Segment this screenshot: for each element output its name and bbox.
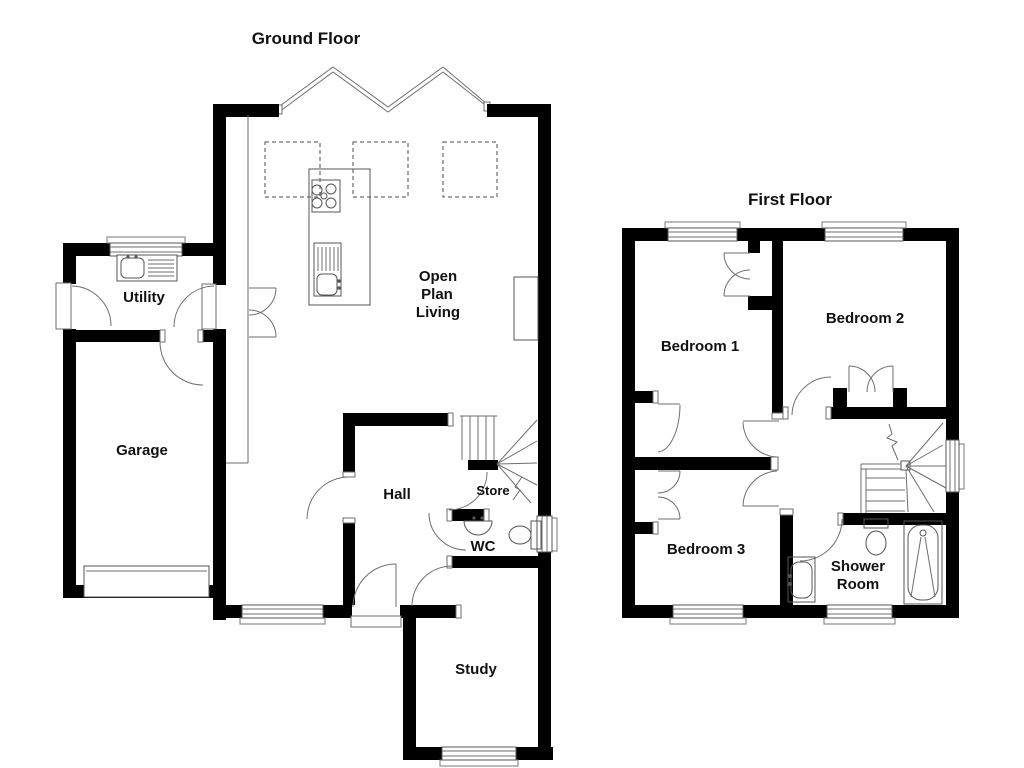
roof-light-outlines (264, 141, 498, 198)
shower-window (826, 604, 893, 619)
ground-floor-openings (55, 282, 490, 628)
wc-fixtures (463, 516, 542, 550)
bedroom3-door-swing (742, 470, 778, 507)
wc-toilet-icon (508, 525, 532, 545)
bed2-wardrobe-door-right (866, 365, 894, 393)
front-door-swing (352, 563, 397, 608)
room-label-open-plan-1: Open (419, 268, 457, 285)
store-door-swing (448, 471, 488, 511)
bedroom1-window (667, 227, 738, 242)
room-label-hall: Hall (383, 486, 411, 503)
first-floor-door-arcs (657, 252, 894, 562)
bath-icon (907, 524, 939, 601)
island-sink-basin (316, 273, 338, 296)
sink-basin-icon (790, 561, 813, 599)
room-label-garage: Garage (116, 442, 168, 459)
stairs-window (945, 439, 960, 493)
ground-floor-plan: Ground Floor (55, 29, 558, 767)
garage-door-swing (159, 341, 204, 386)
bath-outer (903, 520, 943, 605)
bath-drain (919, 529, 927, 537)
wc-basin-icon (463, 520, 493, 536)
cupboard-door-low (657, 496, 681, 520)
room-label-bedroom2: Bedroom 2 (826, 310, 904, 327)
bed2-wardrobe-door-left (848, 365, 876, 393)
strip-double-door-lower (248, 309, 277, 338)
kitchen-island (308, 168, 371, 306)
room-label-shower-1: Shower (831, 558, 885, 575)
wc-door-swing (428, 512, 467, 551)
bedroom1-window-sill (664, 221, 741, 229)
utility-window-sill (106, 236, 186, 244)
bed1-closet-door-upper (723, 252, 751, 280)
room-label-bedroom1: Bedroom 1 (661, 338, 739, 355)
bay-window-zigzag (275, 66, 491, 115)
bedroom3-window (672, 604, 744, 619)
study-door-swing (411, 565, 453, 607)
room-label-study: Study (455, 661, 497, 678)
first-floor-plan: First Floor (622, 190, 965, 625)
ground-floor-door-arcs (71, 285, 488, 608)
utility-sink-basin (120, 257, 145, 279)
shower-room-fixtures (787, 518, 943, 605)
stairs-break-mark (512, 476, 523, 501)
first-floor-title: First Floor (748, 190, 832, 209)
utility-external-door-frame (55, 282, 72, 330)
cupboard-door-upper (657, 404, 681, 453)
toilet-cistern (863, 518, 889, 529)
first-floor-openings (652, 390, 844, 535)
room-label-open-plan-3: Living (416, 304, 460, 321)
first-floor-windows (664, 221, 965, 625)
strip-double-door-upper (248, 287, 277, 316)
ground-floor-stairs (460, 415, 538, 504)
hall-door-swing (306, 476, 350, 520)
room-label-store: Store (476, 483, 509, 498)
stairs-up-arrow (886, 423, 899, 461)
living-window-sill (239, 617, 326, 625)
front-door-step (350, 615, 402, 628)
bedroom3-window-sill (669, 617, 747, 625)
shower-window-sill (823, 617, 896, 625)
bedroom2-window (824, 227, 904, 242)
room-label-utility: Utility (123, 289, 165, 306)
bed1-closet-door-lower (723, 269, 751, 297)
living-window (241, 604, 324, 619)
island-sink-unit (313, 242, 342, 297)
room-label-open-plan-2: Plan (421, 286, 453, 303)
hob-icon (311, 179, 341, 213)
room-label-bedroom3: Bedroom 3 (667, 541, 745, 558)
utility-inner-door-frame (201, 283, 217, 330)
bedroom2-door-swing (791, 376, 832, 416)
utility-inner-door-swing (173, 285, 215, 328)
room-label-shower-2: Room (837, 576, 880, 593)
utility-external-door-swing (71, 285, 112, 327)
study-window (441, 746, 517, 761)
study-window-sill (439, 759, 519, 767)
toilet-icon (865, 530, 887, 556)
vanity-unit (787, 556, 816, 603)
room-label-wc: WC (471, 538, 496, 555)
bedroom2-window-sill (821, 221, 907, 229)
fireplace-unit (513, 276, 539, 341)
shower-door-swing (799, 518, 843, 562)
stairs-window-sill (958, 443, 965, 490)
wc-window-sill (551, 517, 558, 552)
utility-sink (116, 254, 178, 282)
ground-floor-windows (83, 236, 558, 767)
first-floor-stairs (860, 422, 947, 513)
bedroom1-door-swing (742, 421, 778, 458)
utility-window (109, 242, 183, 257)
ground-floor-title: Ground Floor (252, 29, 361, 48)
partition-strip (226, 115, 249, 464)
cupboard-door-mid (657, 470, 681, 494)
